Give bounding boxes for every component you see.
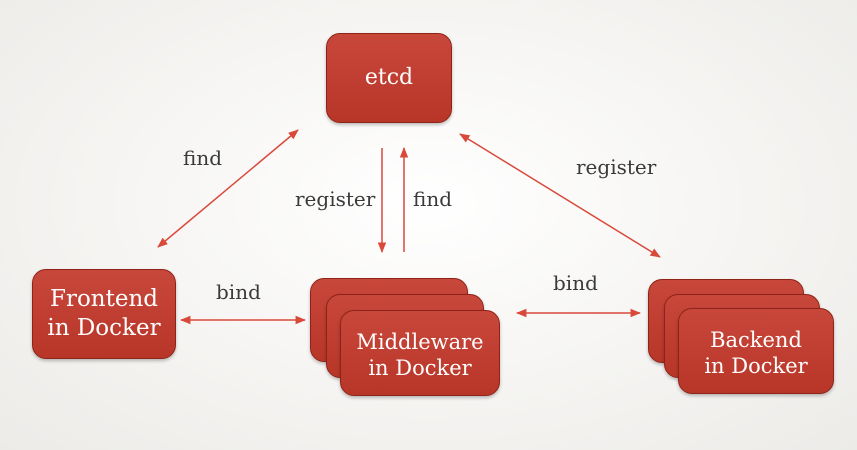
middleware-node: Middleware in Docker [340,310,500,396]
backend-label-line1: Backend [710,327,802,352]
middleware-label-line2: in Docker [368,356,472,380]
backend-etcd-label: register [576,155,657,179]
frontend-etcd-arrow [157,129,299,248]
middleware-register-label: register [295,187,376,211]
frontend-label-line1: Frontend [49,286,158,313]
frontend-node: Frontend in Docker [32,269,176,359]
frontend-etcd-label: find [183,146,223,170]
middleware-backend-label: bind [553,271,598,295]
backend-label-line2: in Docker [704,354,808,378]
backend-etcd-arrow [459,133,661,258]
middleware-find-label: find [413,187,453,211]
etcd-node: etcd [326,33,452,123]
frontend-label-line2: in Docker [47,315,161,341]
middleware-label-line1: Middleware [356,329,484,354]
etcd-label: etcd [364,65,414,91]
frontend-middleware-label: bind [216,280,261,304]
backend-node: Backend in Docker [678,308,834,394]
